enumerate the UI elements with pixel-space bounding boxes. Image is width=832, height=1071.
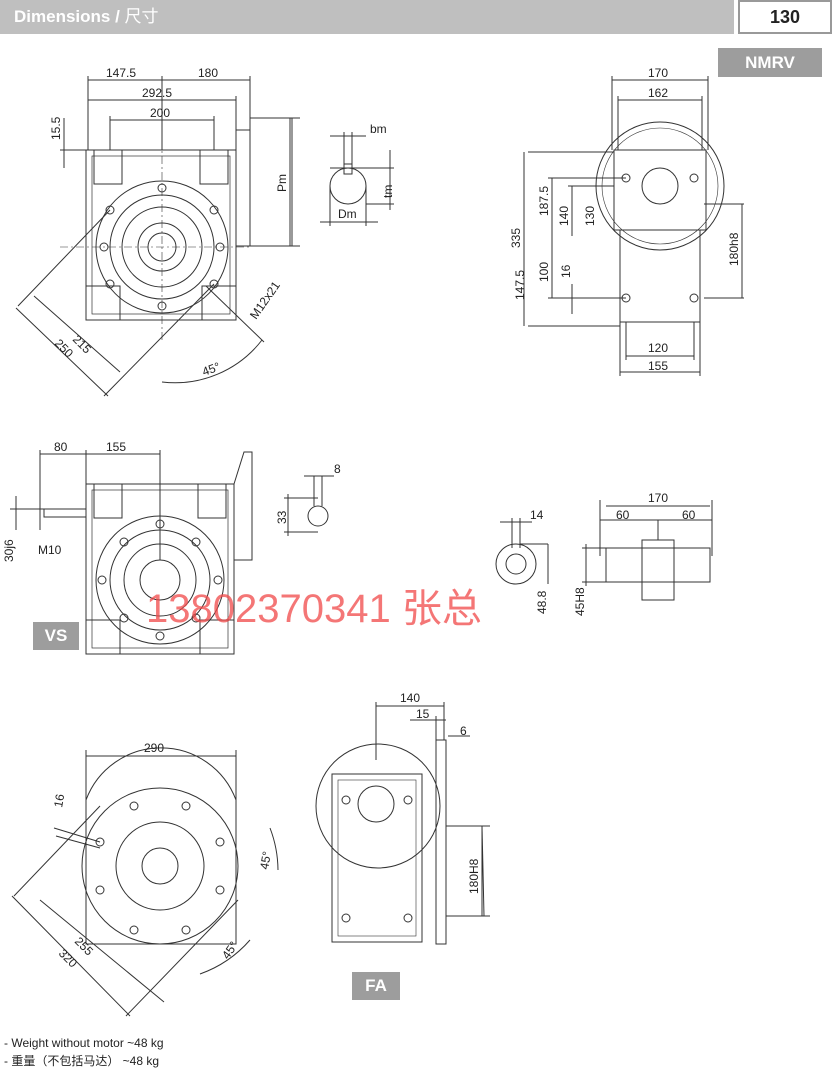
front-view bbox=[15, 76, 300, 397]
dim-130: 130 bbox=[583, 206, 597, 226]
side-view bbox=[523, 76, 744, 376]
dim-vs-8: 8 bbox=[334, 462, 341, 476]
dim-hollow-60-right: 60 bbox=[682, 508, 696, 522]
fa-view bbox=[315, 702, 490, 945]
dim-flange-45deg-1: 45° bbox=[257, 850, 274, 871]
dim-vs-155: 155 bbox=[106, 440, 126, 454]
vs-tag: VS bbox=[33, 622, 79, 650]
header-title: Dimensions bbox=[14, 7, 111, 26]
dim-side-162: 162 bbox=[648, 86, 668, 100]
dim-292-5: 292.5 bbox=[142, 86, 172, 100]
dim-180: 180 bbox=[198, 66, 218, 80]
dim-fa-140: 140 bbox=[400, 691, 420, 705]
dim-215: 215 bbox=[70, 332, 94, 356]
watermark-text: 13802370341 张总 bbox=[146, 587, 482, 631]
dim-hollow-60-left: 60 bbox=[616, 508, 630, 522]
dim-33: 33 bbox=[275, 510, 289, 524]
dim-187-5: 187.5 bbox=[537, 186, 551, 216]
page-number: 130 bbox=[738, 0, 832, 34]
dim-pm: Pm bbox=[275, 174, 289, 192]
dim-vs-80: 80 bbox=[54, 440, 68, 454]
dim-140: 140 bbox=[557, 206, 571, 226]
dim-side-170: 170 bbox=[648, 66, 668, 80]
dim-flange-16: 16 bbox=[51, 793, 67, 809]
flange-view bbox=[11, 747, 279, 1017]
dim-tm: tm bbox=[381, 185, 395, 198]
dim-m10: M10 bbox=[38, 543, 62, 557]
model-tag: NMRV bbox=[718, 48, 822, 77]
dim-fa-6: 6 bbox=[460, 724, 467, 738]
dim-48-8: 48.8 bbox=[535, 590, 549, 614]
weight-note-en: - Weight without motor ~48 kg bbox=[4, 1036, 164, 1050]
dim-335: 335 bbox=[509, 228, 523, 248]
vs-view bbox=[10, 450, 334, 655]
dim-flange-45deg-2: 45° bbox=[219, 939, 241, 962]
dim-180h8: 180h8 bbox=[727, 232, 741, 266]
dim-hollow-170: 170 bbox=[648, 491, 668, 505]
weight-note-cn: - 重量（不包括马达） ~48 kg bbox=[4, 1054, 160, 1068]
shaft-detail bbox=[320, 132, 394, 226]
dim-147-5: 147.5 bbox=[106, 66, 136, 80]
dim-180h8-fa: 180H8 bbox=[467, 858, 481, 894]
dim-147-5-side: 147.5 bbox=[513, 270, 527, 300]
dim-dm: Dm bbox=[338, 207, 357, 221]
dim-16-side: 16 bbox=[559, 264, 573, 278]
dim-30j6: 30j6 bbox=[2, 539, 16, 562]
header-title-cn: 尺寸 bbox=[124, 7, 159, 26]
dim-45h8: 45H8 bbox=[573, 587, 587, 616]
header-bar: Dimensions / 尺寸 bbox=[0, 0, 734, 34]
hollow-shaft-detail bbox=[495, 500, 713, 601]
dim-320: 320 bbox=[56, 946, 80, 970]
dim-100: 100 bbox=[537, 262, 551, 282]
dim-bm: bm bbox=[370, 122, 387, 136]
dim-15-5: 15.5 bbox=[49, 116, 63, 140]
dim-200: 200 bbox=[150, 106, 170, 120]
dim-45deg: 45° bbox=[200, 359, 222, 378]
fa-tag: FA bbox=[352, 972, 400, 1000]
dim-120: 120 bbox=[648, 341, 668, 355]
header-slash: / bbox=[110, 7, 125, 26]
dim-290: 290 bbox=[144, 741, 164, 755]
dim-155: 155 bbox=[648, 359, 668, 373]
dim-14: 14 bbox=[530, 508, 544, 522]
dim-m12x21: M12x21 bbox=[247, 278, 283, 321]
dim-fa-15: 15 bbox=[416, 707, 430, 721]
